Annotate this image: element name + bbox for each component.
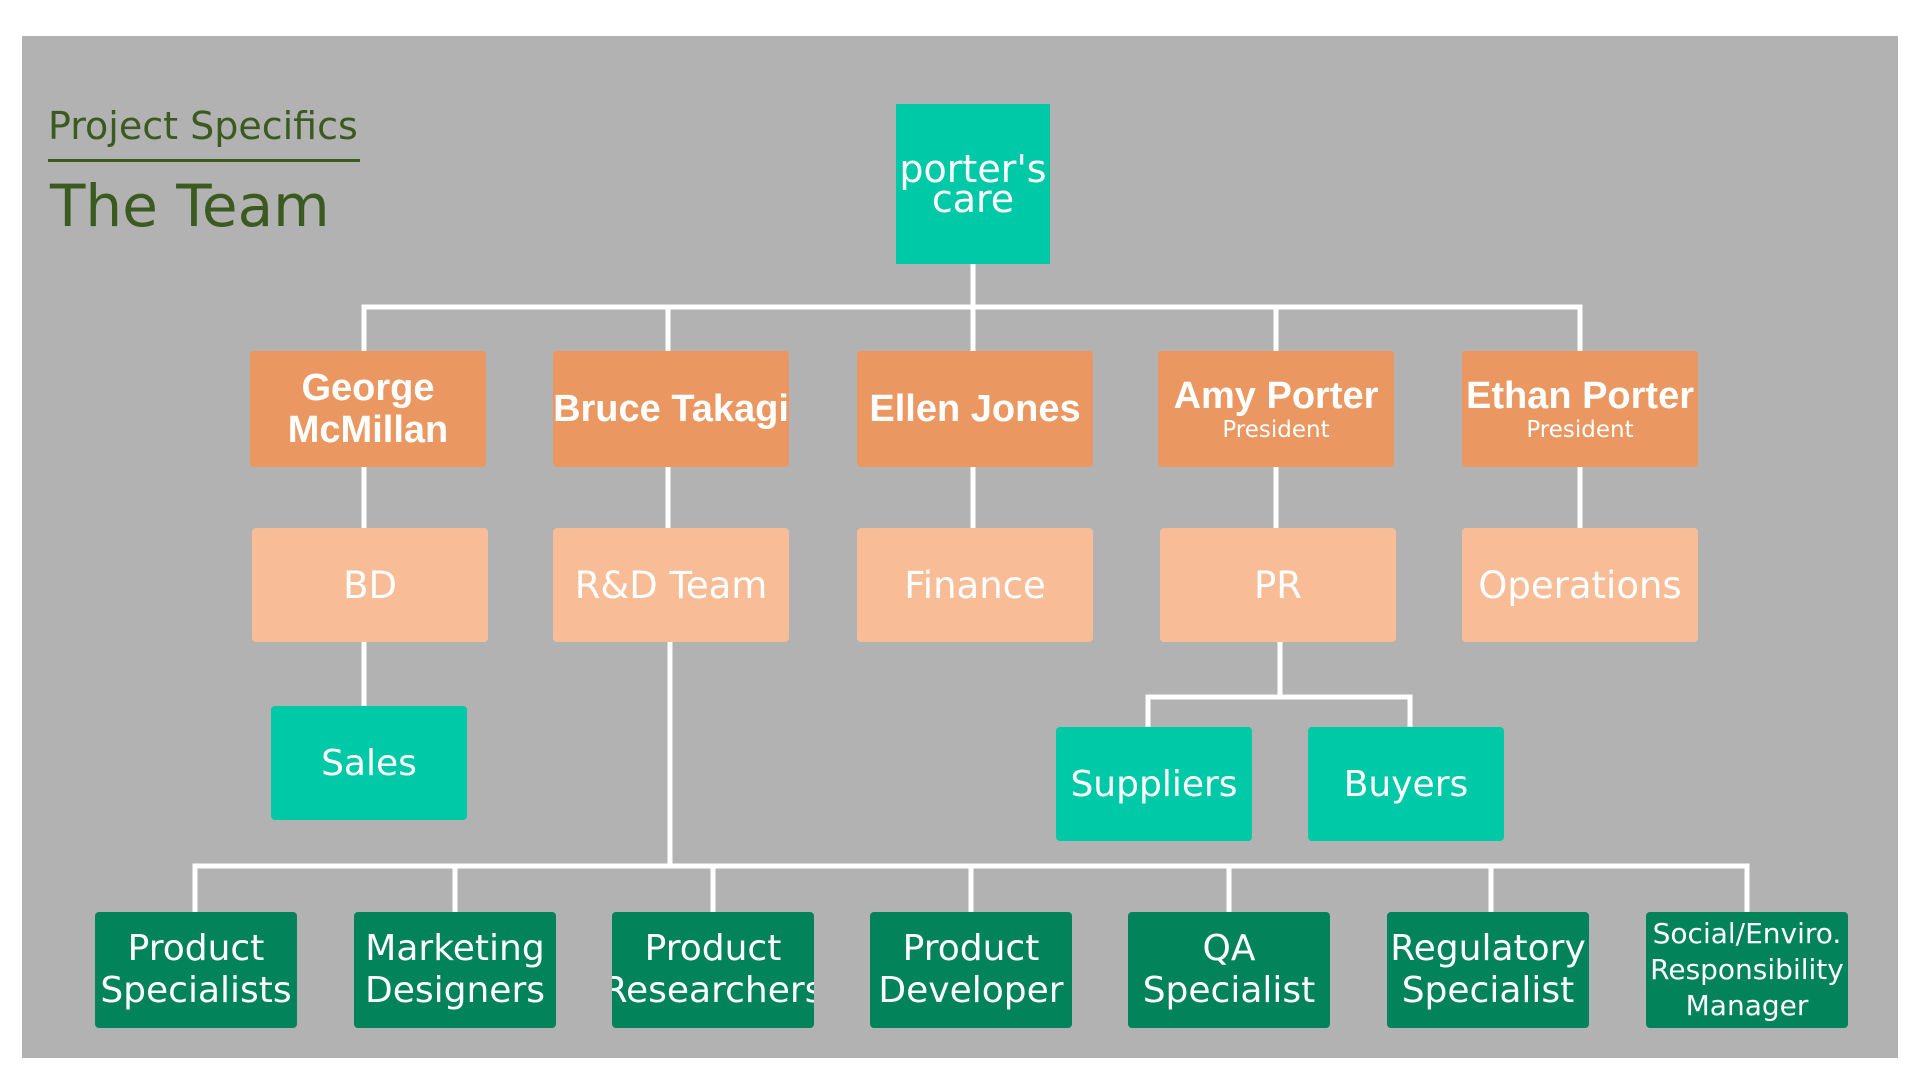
role-social-enviro-responsibility-manager: Social/Enviro. Responsibility Manager bbox=[1646, 912, 1848, 1028]
leader-ellen-jones: Ellen Jones bbox=[857, 351, 1093, 467]
leader-role: President bbox=[1222, 417, 1330, 443]
dept-bd: BD bbox=[252, 528, 488, 642]
leader-amy-porter: Amy Porter President bbox=[1158, 351, 1394, 467]
header-title: The Team bbox=[50, 172, 330, 240]
dept-pr: PR bbox=[1160, 528, 1396, 642]
header-subtitle: Project Specifics bbox=[48, 104, 358, 148]
role-marketing-designers: Marketing Designers bbox=[354, 912, 556, 1028]
unit-sales: Sales bbox=[271, 706, 467, 820]
dept-finance: Finance bbox=[857, 528, 1093, 642]
leader-role: President bbox=[1526, 417, 1634, 443]
leader-name: Ellen Jones bbox=[869, 388, 1081, 430]
role-regulatory-specialist: Regulatory Specialist bbox=[1387, 912, 1589, 1028]
role-product-developer: Product Developer bbox=[870, 912, 1072, 1028]
role-product-specialists: Product Specialists bbox=[95, 912, 297, 1028]
leader-ethan-porter: Ethan Porter President bbox=[1462, 351, 1698, 467]
logo-line-2: care bbox=[931, 177, 1015, 221]
leader-name: Ethan Porter bbox=[1465, 375, 1695, 417]
company-logo: porter's care bbox=[896, 104, 1050, 264]
header-divider bbox=[48, 159, 360, 162]
leader-name: Bruce Takagi bbox=[553, 388, 789, 430]
unit-suppliers: Suppliers bbox=[1056, 727, 1252, 841]
logo-line-1: porter's bbox=[899, 147, 1047, 191]
leader-george-mcmillan: George McMillan bbox=[250, 351, 486, 467]
leader-name: George McMillan bbox=[287, 367, 449, 451]
leader-bruce-takagi: Bruce Takagi bbox=[553, 351, 789, 467]
leader-name: Amy Porter bbox=[1173, 375, 1379, 417]
role-product-researchers: Product Researchers bbox=[612, 912, 814, 1028]
dept-rnd-team: R&D Team bbox=[553, 528, 789, 642]
unit-buyers: Buyers bbox=[1308, 727, 1504, 841]
role-qa-specialist: QA Specialist bbox=[1128, 912, 1330, 1028]
dept-operations: Operations bbox=[1462, 528, 1698, 642]
